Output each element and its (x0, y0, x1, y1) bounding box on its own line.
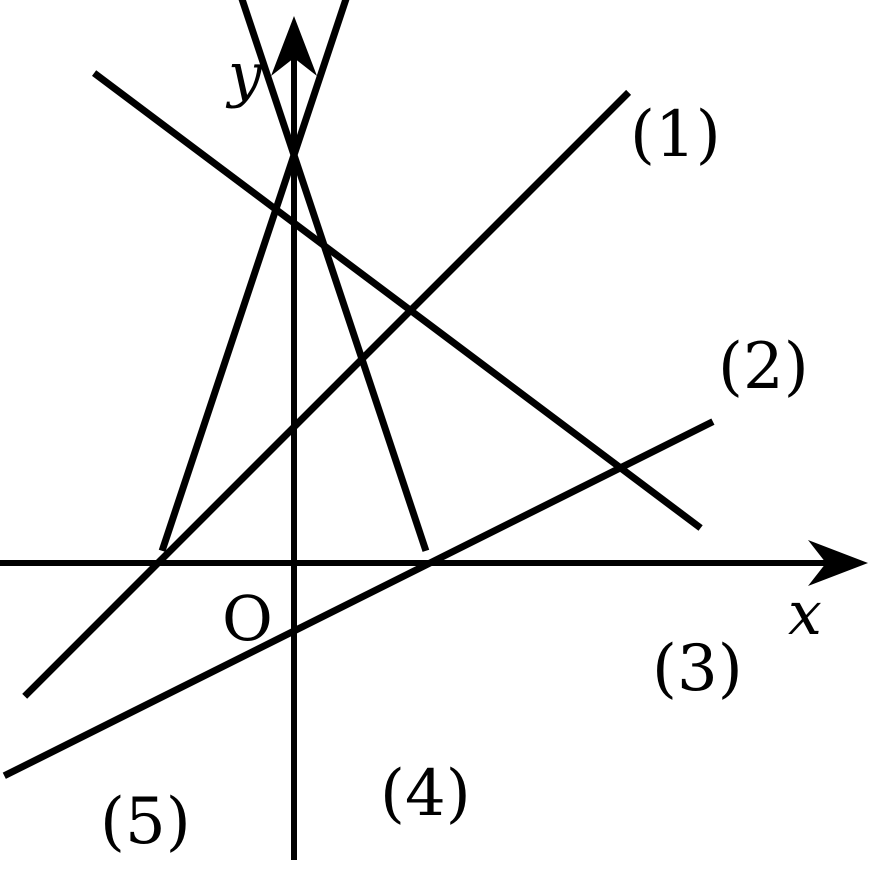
line-label-3: (3) (652, 632, 743, 706)
line-1 (22, 89, 632, 699)
y-axis-label: y (225, 40, 263, 110)
line-label-4: (4) (380, 757, 471, 831)
axes-layer (0, 16, 868, 860)
x-axis-label: x (788, 579, 822, 649)
line-4 (238, 0, 430, 552)
line-label-5: (5) (100, 785, 191, 859)
lines-layer (2, 0, 715, 779)
y-axis-arrowhead (271, 16, 317, 76)
line-2 (2, 418, 715, 779)
line-label-2: (2) (718, 330, 809, 404)
line-label-1: (1) (630, 98, 721, 172)
x-axis-arrowhead (808, 540, 868, 586)
labels-layer: y x O (1) (2) (3) (4) (5) (100, 40, 822, 859)
line-5 (158, 0, 350, 552)
line-3 (91, 70, 703, 531)
origin-label: O (222, 582, 273, 655)
